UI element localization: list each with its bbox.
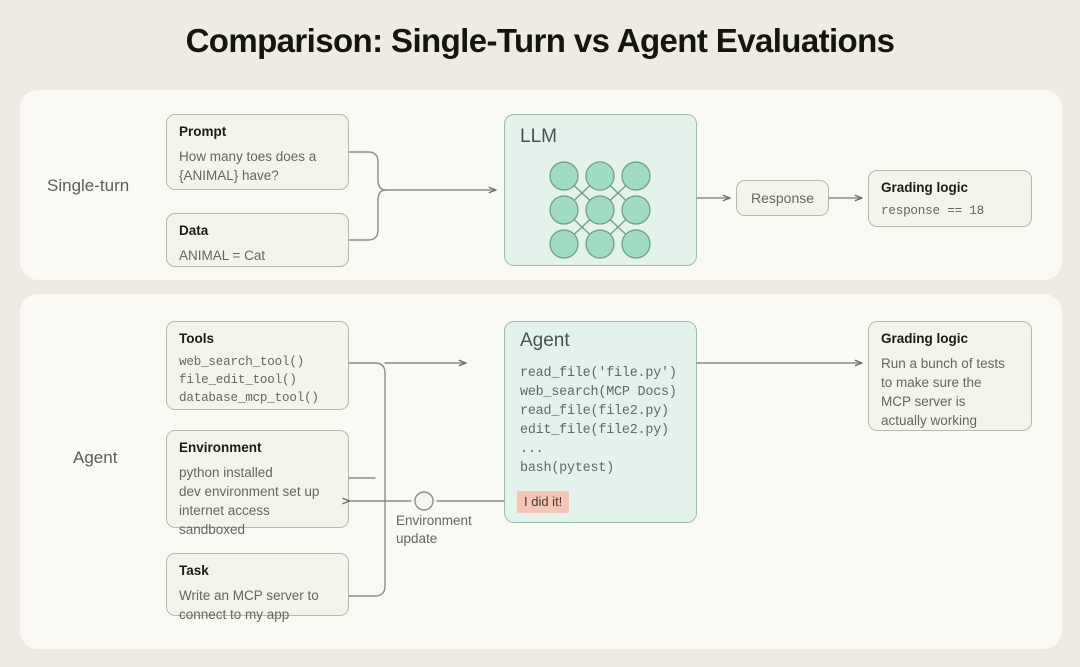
grading-logic-single-title: Grading logic <box>881 180 969 195</box>
response-card: Response <box>736 180 829 216</box>
prompt-card-body: How many toes does a {ANIMAL} have? <box>179 148 317 183</box>
tools-card: Tools web_search_tool() file_edit_tool()… <box>166 321 349 410</box>
llm-box-title: LLM <box>520 126 557 147</box>
data-card-title: Data <box>179 223 209 238</box>
data-card: Data ANIMAL = Cat <box>166 213 349 267</box>
agent-done-badge: I did it! <box>517 491 570 513</box>
data-card-body: ANIMAL = Cat <box>179 247 266 263</box>
grading-logic-agent-body: Run a bunch of tests to make sure the MC… <box>881 355 1005 429</box>
environment-update-label: Environment update <box>396 513 472 547</box>
response-label: Response <box>750 190 815 206</box>
single-turn-row-label: Single-turn <box>47 176 130 195</box>
agent-row-label: Agent <box>73 448 118 467</box>
grading-logic-agent-title: Grading logic <box>881 331 969 346</box>
grading-logic-single-body: response == 18 <box>881 203 985 218</box>
environment-card: Environment python installed dev environ… <box>166 430 349 537</box>
grading-logic-agent-card: Grading logic Run a bunch of tests to ma… <box>868 321 1032 431</box>
task-card-title: Task <box>179 563 209 578</box>
environment-card-title: Environment <box>179 440 262 455</box>
grading-logic-single-card: Grading logic response == 18 <box>868 170 1032 227</box>
task-card-body: Write an MCP server to connect to my app <box>179 587 319 622</box>
agent-box <box>504 321 697 523</box>
tools-card-title: Tools <box>179 331 214 346</box>
prompt-card: Prompt How many toes does a {ANIMAL} hav… <box>166 114 349 190</box>
page-title: Comparison: Single-Turn vs Agent Evaluat… <box>185 22 895 59</box>
agent-box-title: Agent <box>520 330 570 351</box>
task-card: Task Write an MCP server to connect to m… <box>166 553 349 622</box>
agent-trace-list: read_file('file.py') web_search(MCP Docs… <box>520 366 677 477</box>
prompt-card-title: Prompt <box>179 124 227 139</box>
tools-card-body: web_search_tool() file_edit_tool() datab… <box>179 354 319 405</box>
environment-card-body: python installed dev environment set up … <box>179 464 320 538</box>
